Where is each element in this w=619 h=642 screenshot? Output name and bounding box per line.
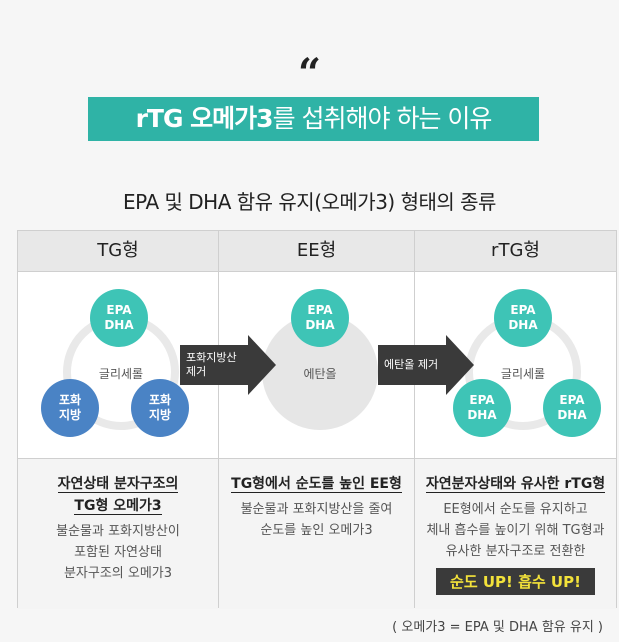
epa-dha-circle: EPA DHA [494, 289, 552, 347]
description-body: 불순물과 포화지방산이 포함된 자연상태 분자구조의 오메가3 [18, 521, 218, 584]
description-body: 불순물과 포화지방산을 줄여 순도를 높인 오메가3 [219, 499, 414, 541]
description-tg: 자연상태 분자구조의 TG형 오메가3 불순물과 포화지방산이 포함된 자연상태… [18, 459, 218, 609]
title-line: 자연분자상태와 유사한 rTG형 [425, 476, 606, 493]
epa-dha-circle: EPA DHA [291, 289, 349, 347]
column-header-tg: TG형 [18, 231, 218, 272]
body-line: 분자구조의 오메가3 [63, 566, 173, 581]
epa-dha-circle: EPA DHA [543, 379, 601, 437]
ring-label: 에탄올 [303, 367, 337, 381]
description-title: 자연분자상태와 유사한 rTG형 [415, 459, 616, 495]
body-line: 포함된 자연상태 [74, 545, 162, 560]
ring-label: 글리세롤 [98, 367, 144, 381]
description-rtg: 자연분자상태와 유사한 rTG형 EE형에서 순도를 유지하고 체내 흡수를 높… [415, 459, 616, 609]
quote-mark: “ [297, 50, 321, 97]
purity-absorption-badge: 순도 UP! 흡수 UP! [436, 568, 595, 595]
footnote: ( 오메가3 = EPA 및 DHA 함유 유지 ) [392, 620, 603, 635]
body-line: 체내 흡수를 높이기 위해 TG형과 [426, 523, 605, 538]
body-line: EE형에서 순도를 유지하고 [443, 502, 588, 517]
arrow-shaft [378, 345, 448, 385]
column-tg: TG형 글리세롤 EPA DHA 포화 지방 포화 지방 자연상태 분자구조의 … [18, 231, 219, 609]
column-ee: EE형 에탄올 EPA DHA TG형에서 순도를 높인 EE형 불순물과 포화… [219, 231, 415, 609]
body-line: 유사한 분자구조로 전환한 [445, 544, 586, 559]
comparison-table: TG형 글리세롤 EPA DHA 포화 지방 포화 지방 자연상태 분자구조의 … [17, 230, 617, 609]
banner-rest: 를 섭취해야 하는 이유 [272, 104, 493, 133]
column-header-rtg: rTG형 [415, 231, 616, 272]
body-line: 불순물과 포화지방산을 줄여 [240, 502, 393, 517]
arrow-ee-to-rtg: 에탄올 제거 [378, 335, 474, 395]
epa-dha-circle: EPA DHA [90, 289, 148, 347]
arrow-tg-to-ee: 포화지방산 제거 [180, 335, 276, 395]
body-line: 순도를 높인 오메가3 [260, 523, 373, 538]
description-title: 자연상태 분자구조의 TG형 오메가3 [18, 459, 218, 517]
section-subtitle: EPA 및 DHA 함유 유지(오메가3) 형태의 종류 [123, 190, 496, 214]
description-body: EE형에서 순도를 유지하고 체내 흡수를 높이기 위해 TG형과 유사한 분자… [415, 499, 616, 562]
arrow-shaft [180, 345, 250, 385]
title-line: 자연상태 분자구조의 [57, 476, 179, 493]
column-header-ee: EE형 [219, 231, 414, 272]
description-title: TG형에서 순도를 높인 EE형 [219, 459, 414, 495]
ring-label: 글리세롤 [500, 367, 546, 381]
headline-banner: rTG 오메가3를 섭취해야 하는 이유 [88, 97, 539, 141]
arrow-head-icon [248, 335, 276, 395]
title-line: TG형 오메가3 [74, 498, 162, 515]
arrow-label: 에탄올 제거 [384, 358, 439, 371]
description-ee: TG형에서 순도를 높인 EE형 불순물과 포화지방산을 줄여 순도를 높인 오… [219, 459, 414, 609]
diagram-ee: 에탄올 EPA DHA [219, 272, 414, 459]
body-line: 불순물과 포화지방산이 [56, 524, 180, 539]
column-rtg: rTG형 글리세롤 EPA DHA EPA DHA EPA DHA 자연분자상태… [415, 231, 616, 609]
saturated-fat-circle: 포화 지방 [41, 379, 99, 437]
arrow-head-icon [446, 335, 474, 395]
arrow-label: 포화지방산 제거 [186, 351, 237, 378]
banner-bold: rTG 오메가3 [135, 104, 274, 133]
title-line: TG형에서 순도를 높인 EE형 [231, 476, 402, 493]
saturated-fat-circle: 포화 지방 [131, 379, 189, 437]
